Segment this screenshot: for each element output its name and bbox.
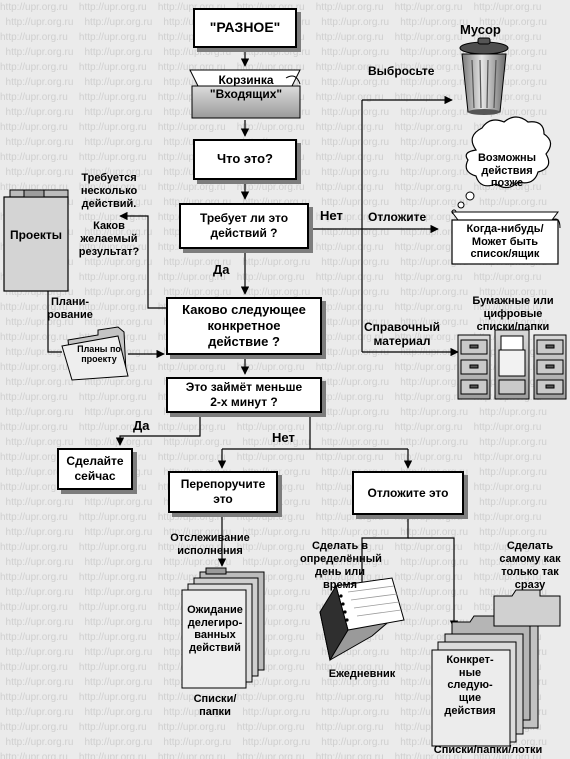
calendar-label: Ежедневник <box>328 668 396 680</box>
planner-calendar-icon <box>319 577 405 662</box>
no-label-1: Нет <box>320 208 343 223</box>
project-plans-label: Планы по проекту <box>77 344 121 365</box>
actionable-question-node: Требует ли это действий ? <box>179 203 309 249</box>
lists-folders-trays-label: Списки/папки/лотки <box>433 744 543 756</box>
connectors <box>47 50 459 629</box>
do-it-now-node: Сделайте сейчас <box>57 448 133 490</box>
projects-label: Проекты <box>9 228 63 242</box>
multiple-actions-label: Требуется несколько действий. <box>80 172 138 210</box>
someday-label: Когда-нибудь/ Может быть список/ящик <box>466 223 544 261</box>
yes-label-2: Да <box>133 418 150 433</box>
filing-cabinet-icon <box>457 329 567 400</box>
project-plans-folder-icon <box>61 326 129 381</box>
asap-label: Сделать самому как только так сразу <box>499 540 561 591</box>
next-actions-folders-icon <box>431 589 561 747</box>
desired-outcome-label: Каков желаемый результат? <box>78 220 140 258</box>
next-actions-label: Конкрет- ные следую- щие действия <box>444 654 496 717</box>
next-action-question-node: Каково следующее конкретное действие ? <box>166 297 322 355</box>
delegate-node: Перепоручите это <box>168 471 278 513</box>
reference-files-label: Бумажные или цифровые списки/папки <box>472 295 554 333</box>
planning-label: Плани- рование <box>47 296 93 321</box>
throw-away-label: Выбросьте <box>368 64 435 78</box>
tracking-label: Отслеживание исполнения <box>170 532 250 557</box>
cloud-label: Возможны действия позже <box>477 152 537 190</box>
reference-label: Справочный материал <box>363 320 440 349</box>
trash-can-icon <box>459 37 509 115</box>
waiting-folders-icon <box>181 567 265 689</box>
no-label-2: Нет <box>272 430 295 445</box>
stuff-node: "РАЗНОЕ" <box>193 8 297 48</box>
waiting-label: Ожидание делегиро- ванных действий <box>187 604 243 654</box>
yes-label-1: Да <box>213 262 230 277</box>
incubate-label: Отложите <box>368 210 427 224</box>
someday-tray-icon <box>451 211 561 265</box>
two-minute-question-node: Это займёт меньше 2-х минут ? <box>166 377 322 413</box>
inbox-tray-icon <box>189 69 301 119</box>
lists-folders-label: Списки/папки <box>193 693 237 718</box>
projects-binder-icon <box>3 189 69 292</box>
what-is-it-node: Что это? <box>193 139 297 180</box>
specific-day-label: Сделать в определённый день или время <box>300 540 382 591</box>
inbox-node: Корзинка "Входящих" <box>209 73 283 101</box>
trash-title: Мусор <box>460 22 501 37</box>
defer-node: Отложите это <box>352 471 464 515</box>
